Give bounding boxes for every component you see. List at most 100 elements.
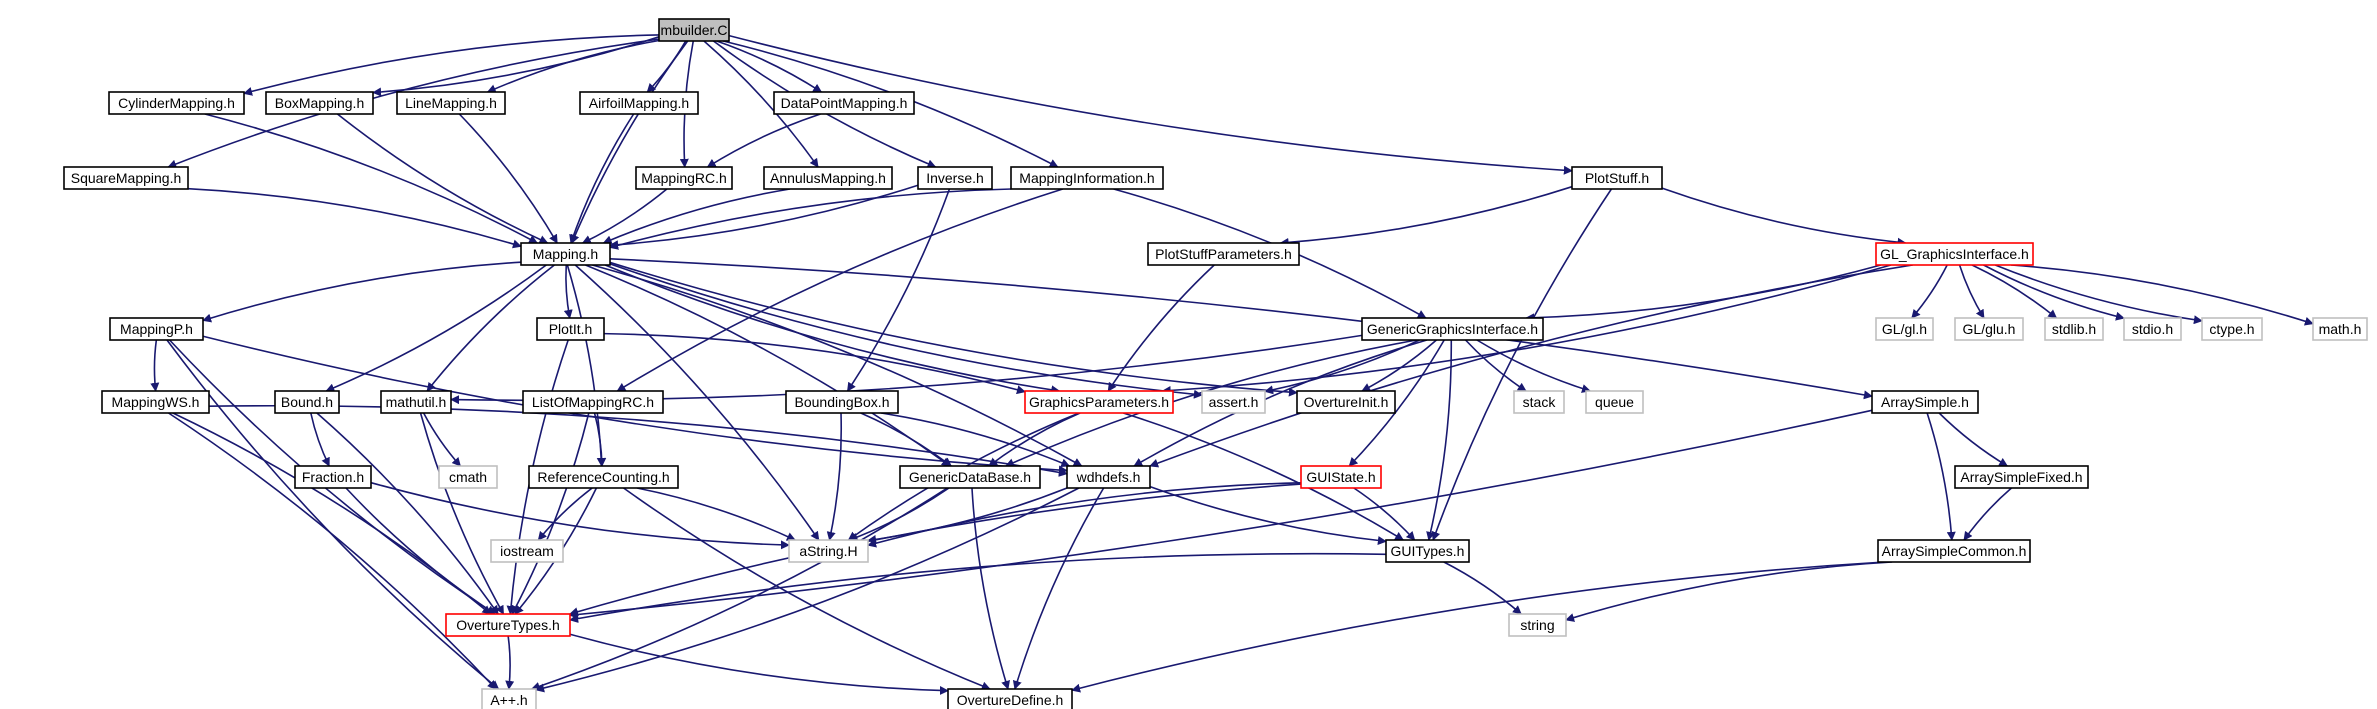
node-queue[interactable]: queue bbox=[1585, 390, 1644, 414]
node-AnnulusMapping[interactable]: AnnulusMapping.h bbox=[763, 166, 893, 190]
node-BoundingBox[interactable]: BoundingBox.h bbox=[785, 390, 899, 414]
node-GUIState[interactable]: GUIState.h bbox=[1300, 465, 1382, 489]
node-GL_GraphicsInterface[interactable]: GL_GraphicsInterface.h bbox=[1875, 242, 2034, 266]
node-DataPointMapping[interactable]: DataPointMapping.h bbox=[773, 91, 915, 115]
node-App[interactable]: A++.h bbox=[481, 688, 537, 709]
node-GLgl[interactable]: GL/gl.h bbox=[1875, 317, 1934, 341]
node-label: ArraySimpleFixed.h bbox=[1960, 469, 2082, 485]
node-MappingInformation[interactable]: MappingInformation.h bbox=[1010, 166, 1164, 190]
node-ArraySimpleCommon[interactable]: ArraySimpleCommon.h bbox=[1877, 539, 2031, 563]
edge-wdhdefs-to-App bbox=[535, 487, 1080, 693]
edge-OvertureTypes-to-App bbox=[505, 635, 515, 690]
node-Inverse[interactable]: Inverse.h bbox=[917, 166, 993, 190]
node-cmath[interactable]: cmath bbox=[438, 465, 498, 489]
node-stdlib[interactable]: stdlib.h bbox=[2044, 317, 2104, 341]
edge-ArraySimple-to-ArraySimpleFixed bbox=[1938, 412, 2009, 467]
node-box bbox=[2201, 317, 2263, 341]
node-label: stack bbox=[1523, 394, 1557, 410]
node-OvertureInit[interactable]: OvertureInit.h bbox=[1296, 390, 1396, 414]
node-string[interactable]: string bbox=[1508, 613, 1567, 637]
node-label: aString.H bbox=[799, 543, 857, 559]
node-PlotIt[interactable]: PlotIt.h bbox=[536, 317, 605, 341]
node-AirfoilMapping[interactable]: AirfoilMapping.h bbox=[579, 91, 699, 115]
node-GLglu[interactable]: GL/glu.h bbox=[1954, 317, 2024, 341]
node-box bbox=[1147, 242, 1300, 266]
edge-Bound-to-OvertureTypes bbox=[316, 412, 499, 615]
node-ctype[interactable]: ctype.h bbox=[2201, 317, 2263, 341]
node-stack[interactable]: stack bbox=[1513, 390, 1565, 414]
node-CylinderMapping[interactable]: CylinderMapping.h bbox=[108, 91, 245, 115]
edge-Mapping-to-OvertureInit bbox=[609, 261, 1298, 397]
node-label: stdio.h bbox=[2132, 321, 2173, 337]
edge-MappingP-to-MappingWS bbox=[150, 339, 160, 392]
node-ArraySimple[interactable]: ArraySimple.h bbox=[1871, 390, 1979, 414]
node-box bbox=[1585, 390, 1644, 414]
edge-MappingP-to-wdhdefs bbox=[202, 335, 1068, 475]
node-mathutil[interactable]: mathutil.h bbox=[380, 390, 452, 414]
node-box bbox=[785, 390, 899, 414]
node-ReferenceCounting[interactable]: ReferenceCounting.h bbox=[528, 465, 679, 489]
node-LineMapping[interactable]: LineMapping.h bbox=[396, 91, 506, 115]
edge-Mapping-to-ReferenceCounting bbox=[566, 264, 606, 467]
node-GenericDataBase[interactable]: GenericDataBase.h bbox=[899, 465, 1041, 489]
node-MappingP[interactable]: MappingP.h bbox=[109, 317, 204, 341]
node-OvertureTypes[interactable]: OvertureTypes.h bbox=[445, 613, 571, 637]
node-Fraction[interactable]: Fraction.h bbox=[294, 465, 372, 489]
node-Bound[interactable]: Bound.h bbox=[274, 390, 340, 414]
edge-Mapping-to-GenericDataBase bbox=[585, 264, 951, 467]
node-label: AnnulusMapping.h bbox=[770, 170, 886, 186]
edge-LineMapping-to-Mapping bbox=[458, 113, 558, 244]
node-GenericGraphicsInterface[interactable]: GenericGraphicsInterface.h bbox=[1361, 317, 1544, 341]
node-box bbox=[2123, 317, 2182, 341]
node-ArraySimpleFixed[interactable]: ArraySimpleFixed.h bbox=[1954, 465, 2089, 489]
node-BoxMapping[interactable]: BoxMapping.h bbox=[265, 91, 374, 115]
node-label: cmath bbox=[449, 469, 487, 485]
node-OvertureDefine[interactable]: OvertureDefine.h bbox=[947, 688, 1073, 709]
node-label: ctype.h bbox=[2209, 321, 2254, 337]
node-stdio[interactable]: stdio.h bbox=[2123, 317, 2182, 341]
edge-GenericDataBase-to-App bbox=[530, 487, 948, 691]
node-label: ReferenceCounting.h bbox=[537, 469, 669, 485]
edge-GL_GraphicsInterface-to-GLgl bbox=[1911, 264, 1948, 319]
node-MappingRC[interactable]: MappingRC.h bbox=[635, 166, 733, 190]
node-wdhdefs[interactable]: wdhdefs.h bbox=[1066, 465, 1151, 489]
node-math[interactable]: math.h bbox=[2312, 317, 2368, 341]
node-label: BoxMapping.h bbox=[275, 95, 365, 111]
node-SquareMapping[interactable]: SquareMapping.h bbox=[63, 166, 189, 190]
node-mbuilder[interactable]: mbuilder.C bbox=[658, 18, 730, 42]
edge-Bound-to-Fraction bbox=[310, 412, 330, 467]
edge-ReferenceCounting-to-OvertureDefine bbox=[623, 487, 991, 691]
edge-GenericGraphicsInterface-to-OvertureInit bbox=[1361, 339, 1437, 392]
node-ListOfMappingRC[interactable]: ListOfMappingRC.h bbox=[522, 390, 664, 414]
node-PlotStuff[interactable]: PlotStuff.h bbox=[1571, 166, 1663, 190]
node-box bbox=[490, 539, 564, 563]
node-MappingWS[interactable]: MappingWS.h bbox=[101, 390, 210, 414]
node-aString[interactable]: aString.H bbox=[788, 539, 869, 563]
node-iostream[interactable]: iostream bbox=[490, 539, 564, 563]
node-box bbox=[396, 91, 506, 115]
edge-AirfoilMapping-to-Mapping bbox=[569, 113, 635, 244]
node-label: GL_GraphicsInterface.h bbox=[1880, 246, 2029, 262]
edge-Mapping-to-Bound bbox=[325, 264, 547, 392]
node-assert[interactable]: assert.h bbox=[1201, 390, 1266, 414]
edge-mathutil-to-OvertureTypes bbox=[419, 412, 505, 615]
edge-Mapping-to-wdhdefs bbox=[592, 264, 1083, 467]
node-box bbox=[445, 613, 571, 637]
edge-BoundingBox-to-GenericDataBase bbox=[860, 412, 952, 467]
edge-GL_GraphicsInterface-to-GenericGraphicsInterface bbox=[1525, 264, 1882, 323]
node-PlotStuffParameters[interactable]: PlotStuffParameters.h bbox=[1147, 242, 1300, 266]
edge-PlotIt-to-GraphicsParameters bbox=[603, 332, 1026, 395]
node-label: stdlib.h bbox=[2052, 321, 2096, 337]
node-box bbox=[773, 91, 915, 115]
node-label: OvertureInit.h bbox=[1304, 394, 1389, 410]
node-box bbox=[1571, 166, 1663, 190]
edge-Mapping-to-PlotIt bbox=[563, 264, 573, 319]
node-Mapping[interactable]: Mapping.h bbox=[520, 242, 611, 266]
edge-GenericGraphicsInterface-to-wdhdefs bbox=[1133, 339, 1428, 467]
node-GUITypes[interactable]: GUITypes.h bbox=[1385, 539, 1470, 563]
edge-GL_GraphicsInterface-to-ctype bbox=[1994, 264, 2203, 325]
node-label: PlotStuffParameters.h bbox=[1155, 246, 1292, 262]
edge-GenericGraphicsInterface-to-stack bbox=[1464, 339, 1527, 392]
node-GraphicsParameters[interactable]: GraphicsParameters.h bbox=[1024, 390, 1174, 414]
